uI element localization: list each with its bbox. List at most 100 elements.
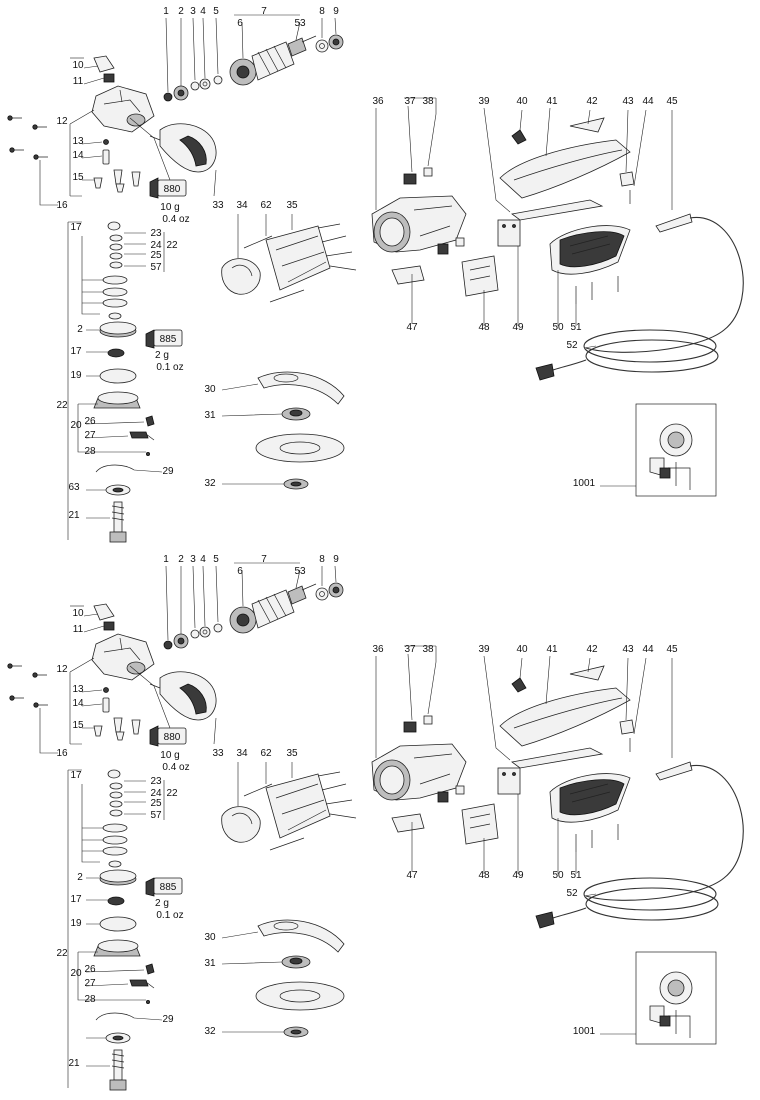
callout-28: 28 [84,446,96,457]
callout-45: 45 [666,644,678,655]
callout-1001: 1001 [573,1026,596,1037]
callout-32: 32 [204,478,216,489]
callout-31: 31 [204,958,216,969]
callout-47: 47 [406,322,418,333]
callout-36: 36 [372,96,384,107]
callout-33: 33 [212,200,224,211]
callout-40: 40 [516,96,528,107]
callout-7: 7 [261,554,267,565]
callout-8: 8 [319,6,325,17]
callout-5: 5 [213,554,219,565]
callout-25: 25 [150,798,162,809]
callout-27: 27 [84,978,96,989]
callout-31: 31 [204,410,216,421]
callout-11: 11 [73,76,84,87]
callout-6: 6 [237,18,243,29]
callout-1001: 1001 [573,478,596,489]
callout-43: 43 [622,96,634,107]
callout-17: 17 [70,770,82,781]
callout-12: 12 [56,664,68,675]
callout-39: 39 [478,96,490,107]
callout-13: 13 [72,684,84,695]
callout-6: 6 [237,566,243,577]
callout-19: 19 [70,918,82,929]
callout-10: 10 [72,60,84,71]
callout-37: 37 [404,644,416,655]
grease-885-amount: 2 g [155,898,169,909]
callout-34: 34 [236,748,248,759]
callout-41: 41 [546,644,558,655]
callout-3: 3 [190,6,196,17]
callout-48: 48 [478,870,490,881]
grease-880-oz: 0.4 oz [162,214,189,225]
callout-49: 49 [512,870,524,881]
callout-17b: 17 [70,346,82,357]
grease-885-code: 885 [160,334,177,345]
callout-49: 49 [512,322,524,333]
callout-9: 9 [333,554,339,565]
callout-34: 34 [236,200,248,211]
callout-7: 7 [261,6,267,17]
callout-22b: 22 [56,400,68,411]
callout-23: 23 [150,776,162,787]
callout-48: 48 [478,322,490,333]
callout-23: 23 [150,228,162,239]
callout-19: 19 [70,370,82,381]
callout-16: 16 [56,200,68,211]
callout-57: 57 [150,262,162,273]
callout-14: 14 [72,150,84,161]
callout-53: 53 [294,18,306,29]
callout-53: 53 [294,566,306,577]
callout-42: 42 [586,644,598,655]
callout-38: 38 [422,644,434,655]
callout-42: 42 [586,96,598,107]
callout-28: 28 [84,994,96,1005]
callout-36: 36 [372,644,384,655]
panel-bottom [7,562,744,1091]
grease-885-oz: 0.1 oz [156,910,183,921]
callout-22: 22 [166,240,178,251]
callout-22b: 22 [56,948,68,959]
callout-29: 29 [162,1014,174,1025]
panel-top [7,14,744,543]
callout-26: 26 [84,416,96,427]
callout-44: 44 [642,644,654,655]
grease-885-code: 885 [160,882,177,893]
callout-1: 1 [163,554,169,565]
callout-13: 13 [72,136,84,147]
callout-8: 8 [319,554,325,565]
callout-17: 17 [70,222,82,233]
callout-1: 1 [163,6,169,17]
callout-4: 4 [200,6,206,17]
grease-880-amount: 10 g [160,202,179,213]
callout-12: 12 [56,116,68,127]
grease-880-amount: 10 g [160,750,179,761]
callout-43: 43 [622,644,634,655]
callout-62: 62 [260,748,272,759]
callout-63: 63 [68,482,80,493]
callout-21: 21 [68,1058,80,1069]
callout-2: 2 [178,554,184,565]
callout-38: 38 [422,96,434,107]
callout-52: 52 [566,340,578,351]
callout-21: 21 [68,510,80,521]
callout-50: 50 [552,322,564,333]
callout-24: 24 [150,788,162,799]
callout-30: 30 [204,932,216,943]
callout-25: 25 [150,250,162,261]
callout-24: 24 [150,240,162,251]
callout-33: 33 [212,748,224,759]
grease-880-code: 880 [164,184,181,195]
callout-27: 27 [84,430,96,441]
callout-14: 14 [72,698,84,709]
callout-45: 45 [666,96,678,107]
grease-885-oz: 0.1 oz [156,362,183,373]
callout-5: 5 [213,6,219,17]
callout-52: 52 [566,888,578,899]
callout-4: 4 [200,554,206,565]
callout-57: 57 [150,810,162,821]
callout-9: 9 [333,6,339,17]
